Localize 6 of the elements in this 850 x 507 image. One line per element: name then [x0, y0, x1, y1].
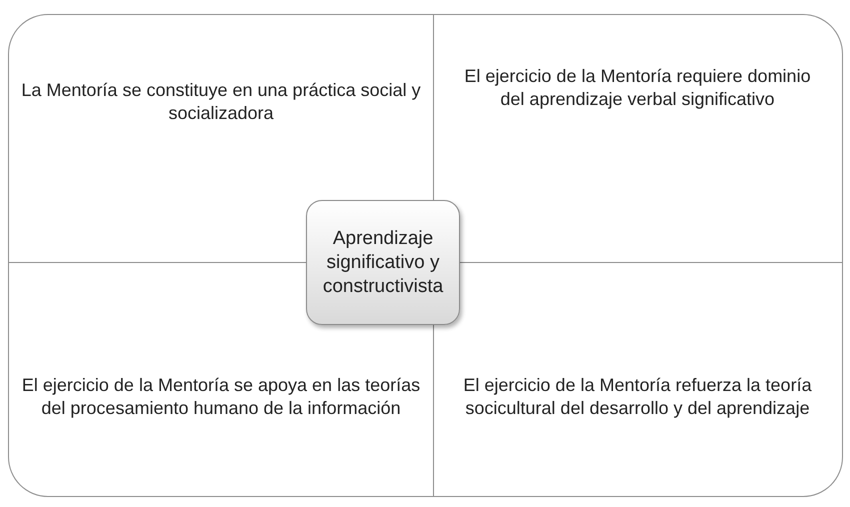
center-box: [306, 200, 460, 325]
quadrant-text: La Mentoría se constituye en una práctica social y socializadora: [20, 79, 422, 125]
quadrant-text: El ejercicio de la Mentoría se apoya en las teorías del procesamiento humano de la información: [20, 374, 422, 420]
center-text: Aprendizaje significativo y constructivista: [322, 226, 444, 298]
quadrant-text: El ejercicio de la Mentoría requiere dominio del aprendizaje verbal significativo: [463, 65, 812, 111]
quadrant-text: El ejercicio de la Mentoría refuerza la teoría socicultural del desarrollo y del aprendizaje: [462, 374, 813, 420]
